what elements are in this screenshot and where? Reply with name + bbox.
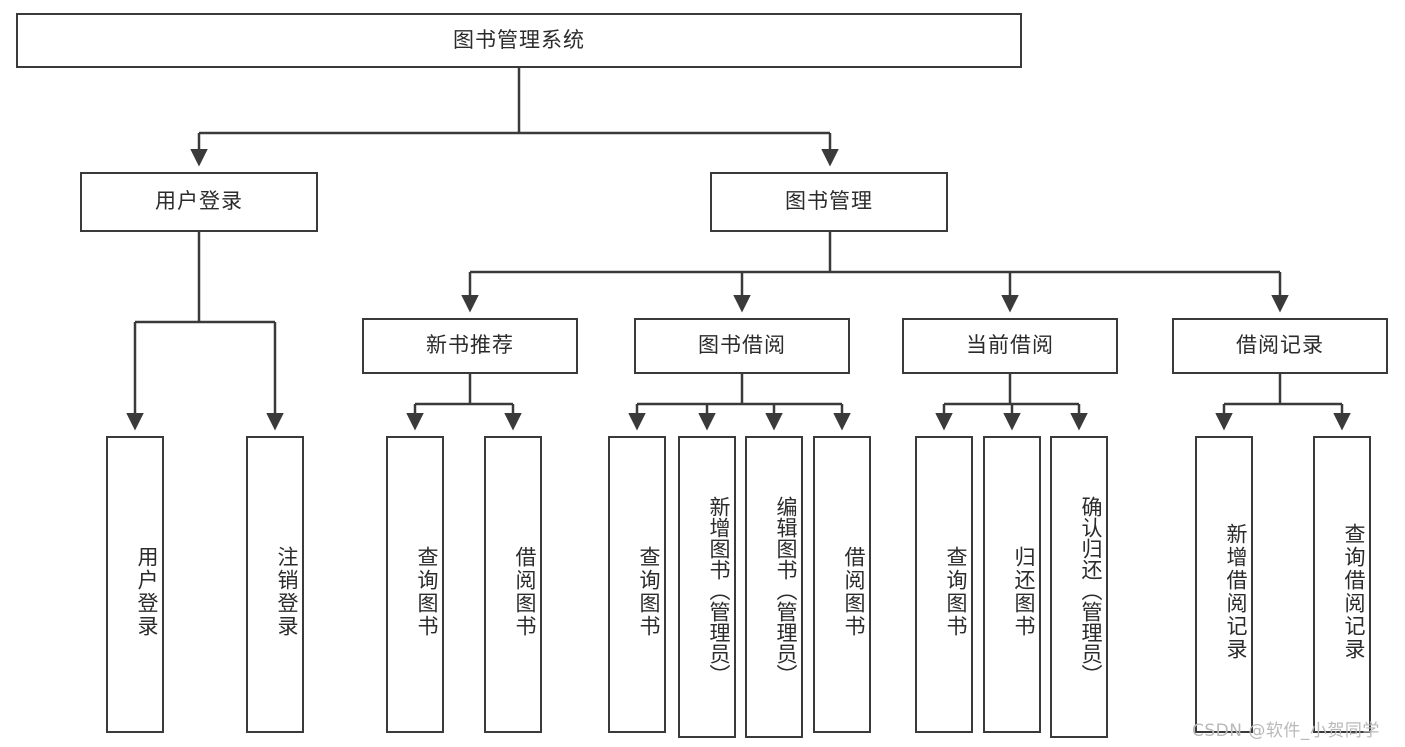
leaf-query-borrow-record[interactable]: 查询借阅记录 bbox=[1313, 436, 1371, 733]
leaf-user-login[interactable]: 用户登录 bbox=[106, 436, 164, 733]
leaf-query-book-cur[interactable]: 查询图书 bbox=[915, 436, 973, 733]
node-borrow-record[interactable]: 借阅记录 bbox=[1172, 318, 1388, 374]
node-new-book-rec[interactable]: 新书推荐 bbox=[362, 318, 578, 374]
node-book-borrow[interactable]: 图书借阅 bbox=[634, 318, 850, 374]
node-root[interactable]: 图书管理系统 bbox=[16, 13, 1022, 68]
node-book-manage[interactable]: 图书管理 bbox=[710, 172, 948, 232]
leaf-logout[interactable]: 注销登录 bbox=[246, 436, 304, 733]
leaf-confirm-return-admin[interactable]: 确认归还（管理员） bbox=[1050, 436, 1108, 738]
leaf-borrow-book[interactable]: 借阅图书 bbox=[813, 436, 871, 733]
leaf-edit-book-admin[interactable]: 编辑图书（管理员） bbox=[745, 436, 803, 738]
leaf-return-book[interactable]: 归还图书 bbox=[983, 436, 1041, 733]
leaf-query-book-rec[interactable]: 查询图书 bbox=[386, 436, 444, 733]
node-current-borrow[interactable]: 当前借阅 bbox=[902, 318, 1118, 374]
watermark: CSDN @软件_小贺同学 bbox=[1192, 721, 1380, 741]
node-user-login[interactable]: 用户登录 bbox=[80, 172, 318, 232]
leaf-add-book-admin[interactable]: 新增图书（管理员） bbox=[678, 436, 736, 738]
leaf-add-borrow-record[interactable]: 新增借阅记录 bbox=[1195, 436, 1253, 733]
leaf-borrow-book-rec[interactable]: 借阅图书 bbox=[484, 436, 542, 733]
leaf-query-book[interactable]: 查询图书 bbox=[608, 436, 666, 733]
